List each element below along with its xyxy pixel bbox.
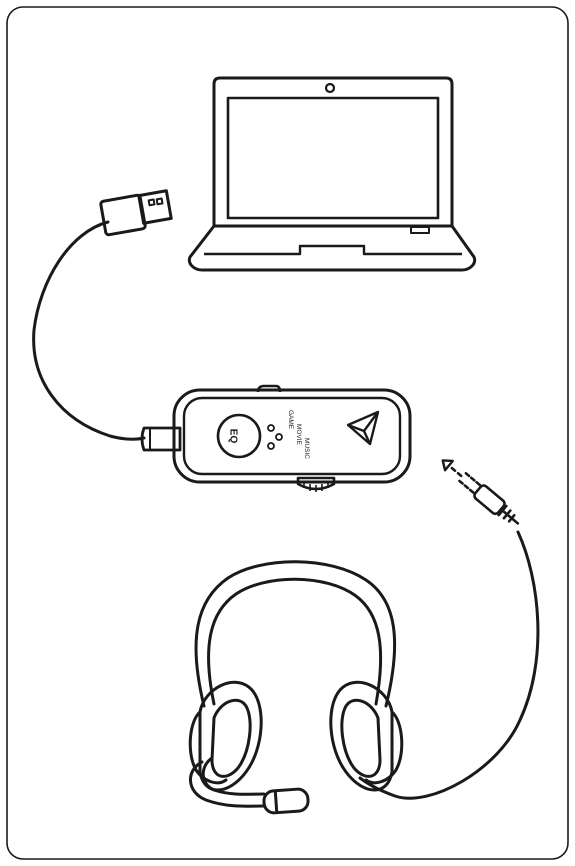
- brand-logo-icon: [346, 410, 380, 446]
- mode-label-movie: MOVIE: [295, 424, 302, 446]
- laptop-icon: [187, 76, 477, 272]
- usb-plug-icon: [99, 189, 173, 237]
- audio-jack-plug-icon: [441, 459, 520, 525]
- diagram-border: [6, 6, 569, 860]
- led-music: [267, 442, 275, 450]
- usb-cable: [32, 220, 146, 441]
- led-game: [267, 424, 275, 432]
- led-movie: [275, 433, 283, 441]
- eq-button-label: EQ: [227, 429, 238, 444]
- mode-label-game: GAME: [287, 410, 294, 430]
- mode-label-music: MUSIC: [303, 438, 310, 459]
- usb-sound-card-icon: [140, 384, 412, 492]
- eq-button[interactable]: [216, 413, 262, 459]
- headset-icon: [188, 560, 404, 815]
- headset-cable: [358, 530, 540, 800]
